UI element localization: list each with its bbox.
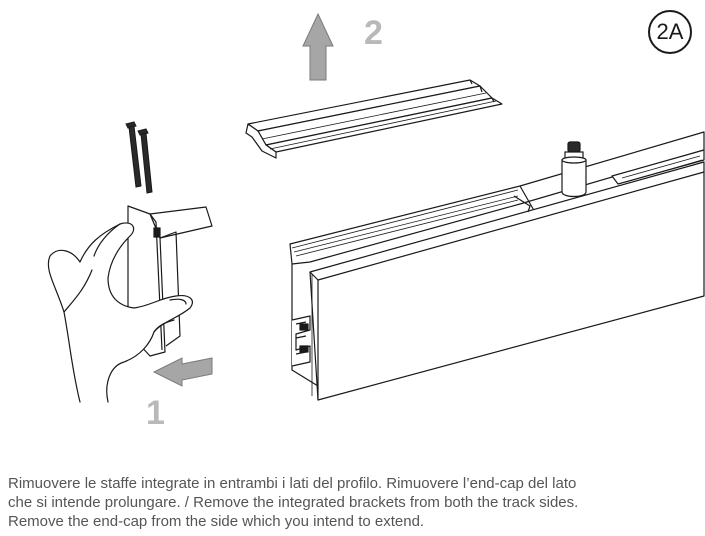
step-2-label: 2: [364, 14, 383, 52]
figure-badge: 2A: [648, 10, 692, 54]
screws: [125, 121, 153, 194]
caption-line: che si intende prolungare. / Remove the …: [8, 494, 579, 511]
step-1-label: 1: [146, 394, 165, 432]
hand-illustration: [47, 222, 193, 403]
instruction-caption: Rimuovere le staffe integrate in entramb…: [8, 474, 698, 531]
left-arrow-icon: [152, 357, 213, 387]
up-arrow-icon: [302, 12, 334, 81]
removed-bracket-rail: [245, 79, 503, 159]
assembly-illustration: [47, 12, 705, 403]
suspension-connector: [561, 141, 587, 198]
caption-line: Remove the end-cap from the side which y…: [8, 513, 425, 530]
caption-line: Rimuovere le staffe integrate in entramb…: [8, 475, 577, 492]
track-profile: [289, 131, 705, 401]
